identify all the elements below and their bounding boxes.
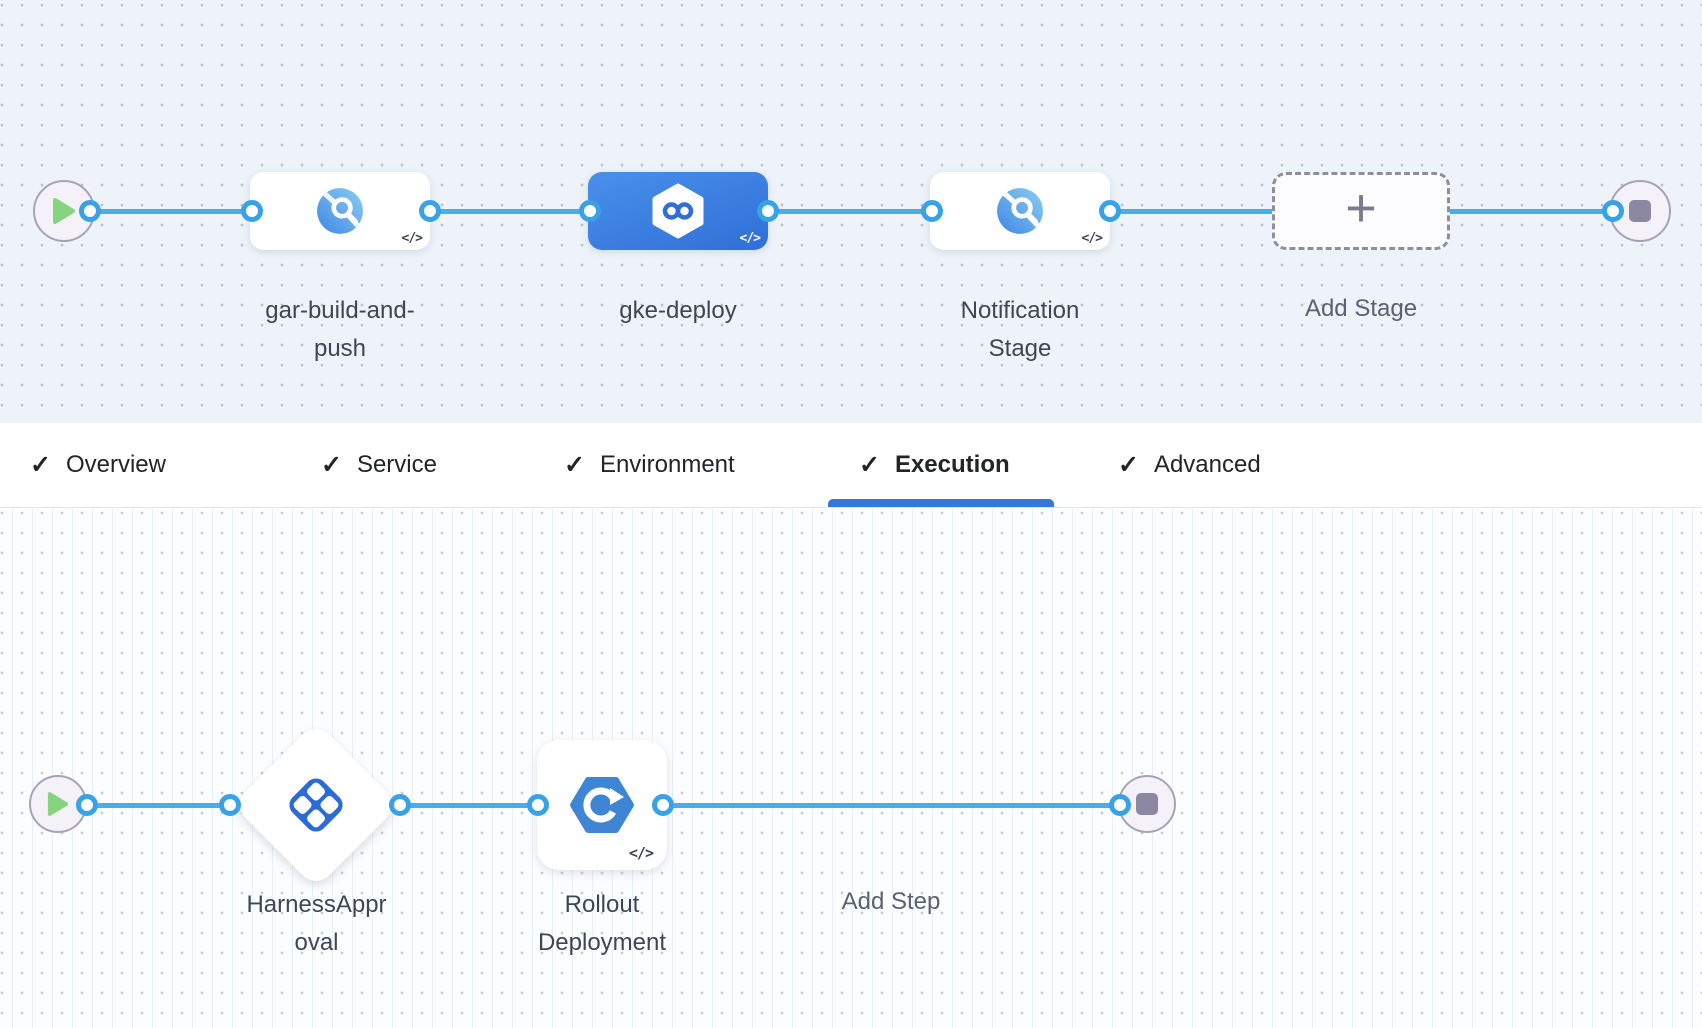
stage-card-gar-build-and-push[interactable]: </>: [250, 172, 430, 250]
check-icon: ✓: [1118, 451, 1139, 479]
tab-advanced[interactable]: ✓ Advanced: [1118, 451, 1261, 479]
step-label: HarnessApproval: [246, 891, 387, 956]
cd-stage-icon: [652, 183, 704, 239]
check-icon: ✓: [564, 451, 585, 479]
connector-port: [921, 200, 943, 222]
check-icon: ✓: [30, 451, 51, 479]
stage-graph-canvas[interactable]: </> </>: [0, 0, 1702, 423]
add-step-label: Add Step: [841, 888, 941, 915]
play-icon: [53, 198, 75, 224]
stage-label: gke-deploy: [619, 297, 737, 324]
connector-port: [76, 794, 98, 816]
connector-port: [219, 794, 241, 816]
connector-port: [389, 794, 411, 816]
code-icon: </>: [1081, 231, 1104, 246]
stage-connector-line: [90, 209, 1613, 214]
code-icon: </>: [401, 231, 424, 246]
connector-port: [1099, 200, 1121, 222]
stage-config-tabbar: ✓ Overview ✓ Service ✓ Environment ✓ Exe…: [0, 423, 1702, 508]
stage-label: gar-build-and-push: [265, 297, 415, 362]
stop-icon: [1136, 793, 1158, 815]
step-card-rollout-deployment[interactable]: </>: [537, 740, 667, 870]
connector-port: [1109, 794, 1131, 816]
connector-port: [652, 794, 674, 816]
code-icon: </>: [628, 844, 654, 862]
plus-icon: +: [1345, 178, 1377, 238]
step-label: Rollout Deployment: [537, 891, 667, 956]
connector-port: [79, 200, 101, 222]
add-stage-button[interactable]: +: [1272, 172, 1450, 250]
tab-service[interactable]: ✓ Service: [321, 451, 437, 479]
add-stage-label: Add Stage: [1304, 295, 1418, 322]
check-icon: ✓: [859, 451, 880, 479]
connector-port: [1602, 200, 1624, 222]
pipeline-start-node: [33, 180, 95, 242]
gcr-icon: [317, 188, 363, 234]
connector-port: [527, 794, 549, 816]
code-icon: </>: [739, 231, 762, 246]
stage-card-gke-deploy[interactable]: </>: [588, 172, 768, 250]
connector-port: [419, 200, 441, 222]
tab-environment[interactable]: ✓ Environment: [564, 451, 735, 479]
gcr-icon: [997, 188, 1043, 234]
stop-icon: [1629, 200, 1651, 222]
stage-card-notification-stage[interactable]: </>: [930, 172, 1110, 250]
play-icon: [47, 792, 69, 816]
tab-overview[interactable]: ✓ Overview: [30, 451, 166, 479]
active-tab-underline: [828, 499, 1054, 507]
connector-port: [241, 200, 263, 222]
connector-port: [579, 200, 601, 222]
check-icon: ✓: [321, 451, 342, 479]
execution-graph-canvas[interactable]: </> + HarnessApproval Rollout Deployment…: [0, 508, 1702, 1028]
connector-port: [757, 200, 779, 222]
stage-label: Notification Stage: [960, 297, 1080, 362]
gke-rollout-icon: [570, 777, 634, 833]
tab-execution[interactable]: ✓ Execution: [859, 451, 1010, 479]
approval-icon: [284, 773, 348, 837]
